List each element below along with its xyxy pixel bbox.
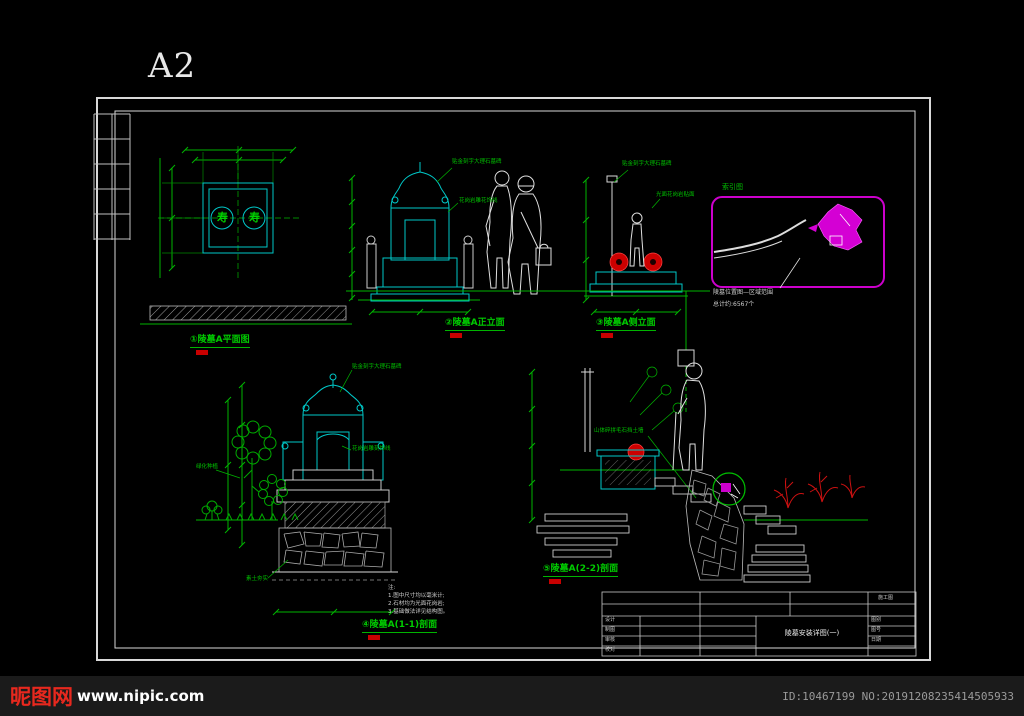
view-label-section-1-1: ④陵墓A(1-1)剖面 (362, 621, 438, 633)
annotation: 光面花岗岩贴面 (656, 192, 695, 198)
section-2-2 (528, 362, 868, 583)
title-block-field: 校对 (605, 647, 616, 653)
drawing-title: 陵墓安装详图(一) (784, 629, 840, 637)
detail-callout (712, 472, 746, 506)
title-block-field: 图别 (871, 617, 882, 623)
plan-view (140, 146, 352, 325)
shou-glyph: 寿 (217, 211, 228, 224)
annotation: 山体碎拼毛石挡土墙 (594, 428, 644, 434)
red-ornament-balls (609, 252, 663, 272)
annotation: 贴金刻字大理石墓碑 (622, 161, 672, 167)
note-line: 2.石材均为光面花岗岩; (388, 601, 445, 607)
node-marker (677, 349, 695, 367)
section-1-1 (196, 369, 398, 616)
view-label-section-2-2: ⑤陵墓A(2-2)剖面 (543, 565, 619, 577)
note-line: 3.基础做法详见结构图。 (388, 609, 449, 615)
red-marker (601, 333, 613, 338)
note-line: 注: (388, 585, 396, 591)
site-url-link[interactable]: www.nipic.com (77, 687, 205, 705)
title-block-field: 图号 (871, 627, 882, 633)
red-marker (450, 333, 462, 338)
view-label-front-elevation: ②陵墓A正立面 (445, 319, 505, 331)
trees (201, 420, 299, 521)
people-figures (485, 170, 552, 295)
red-marker (549, 579, 561, 584)
title-block-field: 制图 (605, 627, 616, 633)
annotation: 素土夯实 (246, 576, 269, 582)
title-block-stage: 施工图 (878, 595, 894, 601)
red-plants (773, 471, 866, 509)
front-elevation (348, 162, 480, 316)
annotation: 贴金刻字大理石墓碑 (352, 364, 402, 370)
index-map-caption: 陵墓位置图—区域范围 (713, 289, 774, 296)
sheet-size-label: A2 (148, 46, 197, 86)
image-id-text: ID:10467199 NO:20191208235414505933 (782, 689, 1014, 703)
index-map-title: 索引图 (722, 183, 743, 191)
title-block-field: 审核 (605, 637, 616, 643)
annotation: 花岗岩雕刻饰线 (352, 446, 391, 452)
site-logo: 昵图网 (10, 685, 73, 709)
title-block-field: 设计 (605, 617, 616, 623)
note-line: 1.图中尺寸均以毫米计; (388, 593, 445, 599)
view-label-plan: ①陵墓A平面图 (190, 336, 250, 348)
title-block-field: 日期 (871, 637, 882, 643)
red-marker (368, 635, 380, 640)
datum-line (346, 290, 710, 412)
shou-glyph: 寿 (249, 211, 260, 224)
annotation: 花岗岩雕花饰线 (459, 198, 498, 204)
title-block-grid (601, 591, 917, 657)
index-map-note: 总计约:6567个 (713, 301, 755, 308)
view-label-side-elevation: ③陵墓A侧立面 (596, 319, 656, 331)
watermark-footer: 昵图网 www.nipic.com ID:10467199 NO:2019120… (0, 676, 1024, 716)
side-elevation (582, 169, 688, 316)
index-map (711, 196, 885, 289)
annotation: 绿化种植 (196, 464, 219, 470)
red-marker (196, 350, 208, 355)
annotation: 贴金刻字大理石墓碑 (452, 159, 502, 165)
sheet-frame (96, 97, 931, 661)
grid-ladder (93, 113, 131, 240)
